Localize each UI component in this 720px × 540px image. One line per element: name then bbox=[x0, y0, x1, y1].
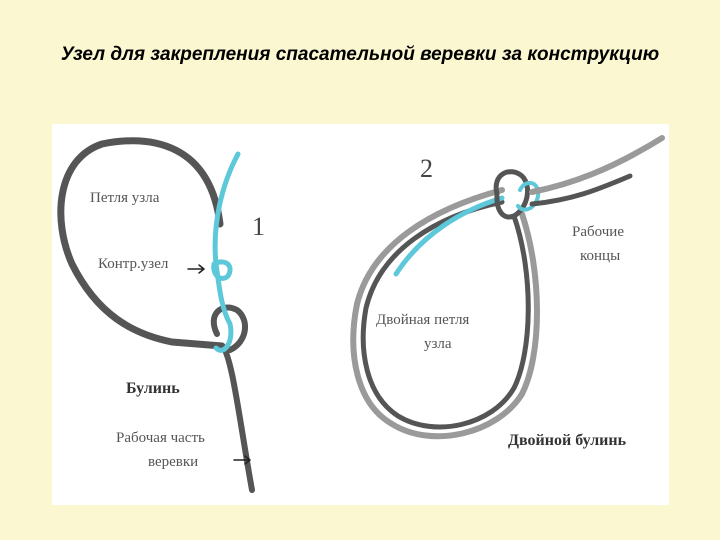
working-end-dark-rope bbox=[529, 173, 633, 207]
working-part-label-line2: веревки bbox=[148, 454, 199, 470]
working-part-arrow bbox=[233, 455, 251, 465]
double-loop-label-line2: узла bbox=[424, 336, 452, 352]
bowline-standing-rope bbox=[219, 343, 255, 493]
double-loop-cyan-rope bbox=[393, 195, 505, 277]
knot-illustration-panel: 1 2 Петля узла Контр.узел Булинь Рабочая… bbox=[52, 124, 669, 505]
figure-2-number: 2 bbox=[420, 154, 433, 183]
page-title: Узел для закрепления спасательной веревк… bbox=[60, 44, 660, 65]
bowline-knot-turn bbox=[210, 304, 248, 353]
working-ends-label-line1: Рабочие bbox=[572, 224, 624, 240]
double-loop-outer-rope bbox=[350, 187, 540, 440]
bowline-working-end-rope bbox=[212, 151, 241, 353]
double-bowline-label: Двойной булинь bbox=[508, 432, 627, 449]
double-bowline-knot-cyan bbox=[516, 180, 541, 212]
bowline-loop-rope bbox=[57, 137, 226, 350]
working-part-label-line1: Рабочая часть bbox=[116, 430, 205, 446]
loop-label: Петля узла bbox=[90, 190, 160, 206]
double-loop-inner-rope bbox=[360, 199, 531, 430]
working-ends-label-line2: концы bbox=[580, 248, 621, 264]
double-loop-label-line1: Двойная петля bbox=[376, 312, 470, 328]
figure-1-number: 1 bbox=[252, 212, 265, 241]
knot-diagram-svg bbox=[57, 135, 665, 493]
bowline-counter-knot bbox=[211, 259, 233, 281]
double-bowline-knot bbox=[493, 169, 531, 220]
bowline-label: Булинь bbox=[126, 380, 180, 397]
working-end-light-rope bbox=[529, 135, 665, 195]
counter-knot-label: Контр.узел bbox=[98, 256, 169, 272]
counter-knot-arrow bbox=[187, 264, 205, 274]
